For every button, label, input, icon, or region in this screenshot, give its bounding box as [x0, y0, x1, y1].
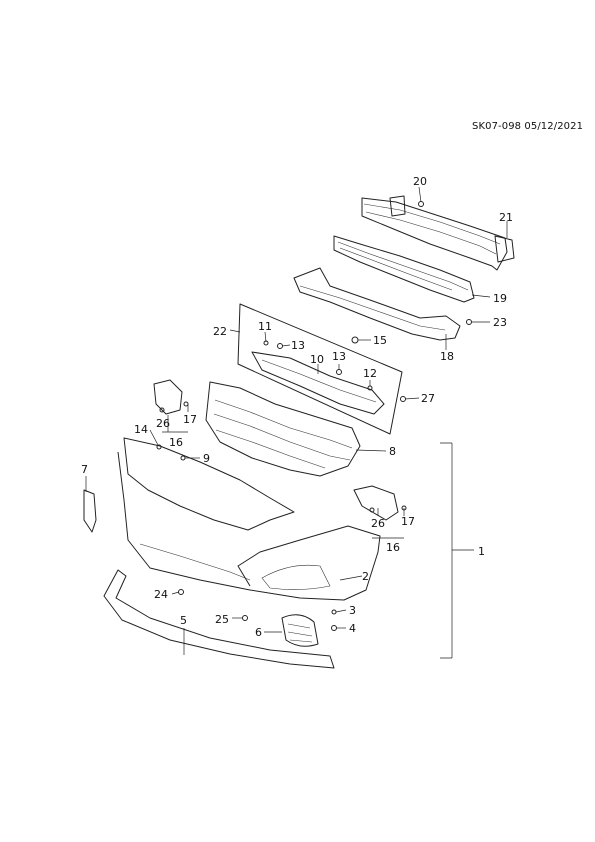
callout-21: 21 — [499, 211, 513, 224]
callout-20: 20 — [413, 175, 427, 188]
callout-13a: 13 — [291, 339, 305, 352]
callout-25: 23 — [493, 316, 507, 329]
callout-4: 4 — [349, 622, 356, 635]
part-22-frame — [237, 303, 403, 435]
part-8-grille — [205, 381, 361, 477]
callout-17a: 17 — [183, 413, 197, 426]
part-right-mount-bracket — [353, 485, 399, 521]
callout-23: 24 — [154, 588, 168, 601]
callout-5: 5 — [180, 614, 187, 627]
callout-6: 6 — [255, 626, 262, 639]
callout-12: 12 — [363, 367, 377, 380]
leader-lines — [85, 186, 508, 659]
callout-3: 3 — [349, 604, 356, 617]
callout-7: 7 — [81, 463, 88, 476]
callout-8: 8 — [389, 445, 396, 458]
callout-11: 11 — [258, 320, 272, 333]
callout-16b: 16 — [386, 541, 400, 554]
part-10-deflector — [251, 351, 385, 415]
part-5-lower-lip — [103, 569, 335, 669]
callout-27: 27 — [421, 392, 435, 405]
callout-24: 25 — [215, 613, 229, 626]
callout-2: 2 — [362, 570, 369, 583]
part-7-side-bracket — [83, 489, 97, 533]
callout-labels: 20 21 19 23 18 15 27 22 11 13 13 10 12 8… — [81, 175, 513, 639]
callout-9: 9 — [203, 452, 210, 465]
callout-26b: 26 — [371, 517, 385, 530]
part-19-absorber — [333, 235, 475, 303]
callout-18: 18 — [440, 350, 454, 363]
callout-14: 14 — [134, 423, 148, 436]
drawing-reference: SK07-098 05/12/2021 — [472, 121, 584, 132]
callout-17b: 17 — [401, 515, 415, 528]
callout-22: 22 — [213, 325, 227, 338]
callout-19: 19 — [493, 292, 507, 305]
callout-10: 10 — [310, 353, 324, 366]
callout-15: 15 — [373, 334, 387, 347]
callout-26a: 26 — [156, 417, 170, 430]
part-2-bumper-fascia — [117, 437, 381, 601]
part-18-bracket — [293, 267, 461, 341]
part-6-fog-grille — [281, 614, 319, 647]
callout-16a: 16 — [169, 436, 183, 449]
part-21-impact-beam — [361, 195, 515, 271]
part-left-mount-bracket — [153, 379, 183, 415]
callout-1: 1 — [478, 545, 485, 558]
callout-13b: 13 — [332, 350, 346, 363]
